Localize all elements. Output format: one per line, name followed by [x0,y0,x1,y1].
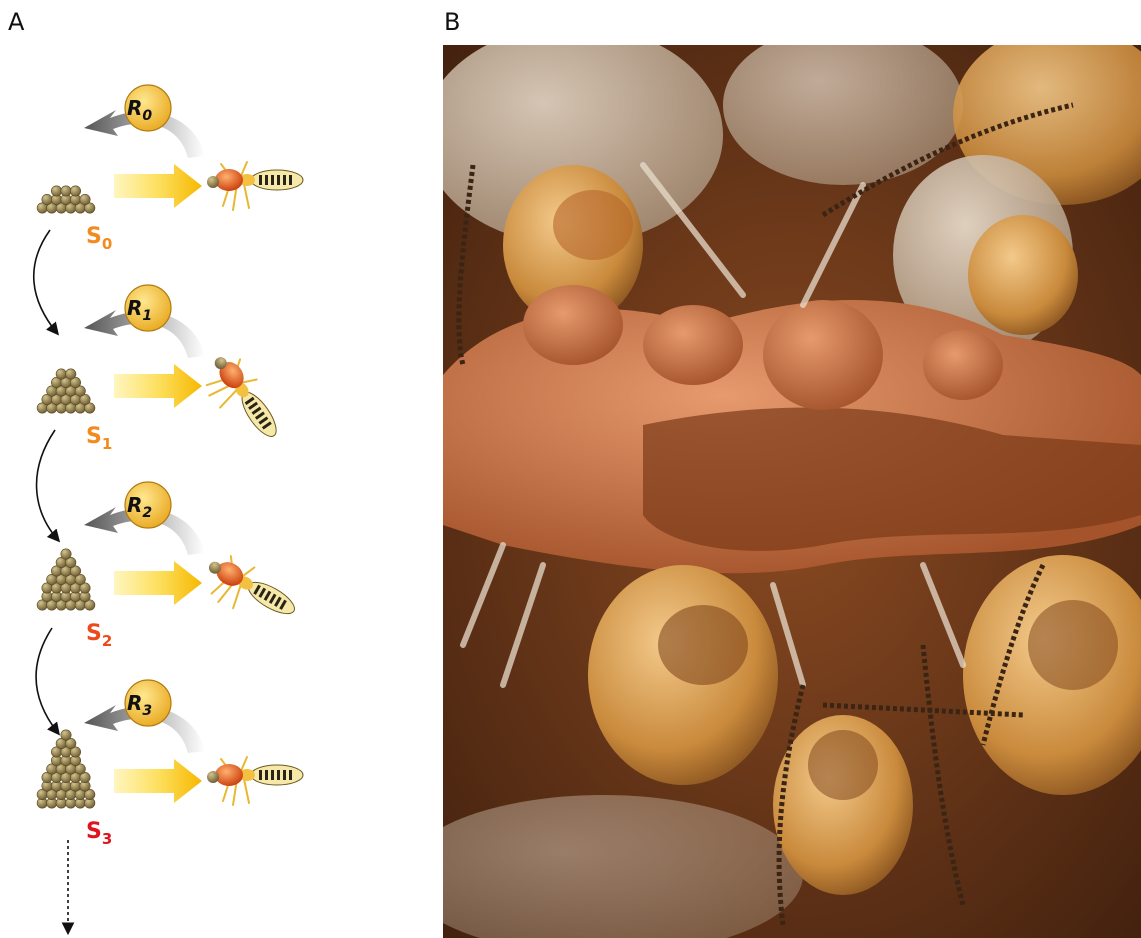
transition-arrow-2-3 [36,628,58,733]
termite-icon [194,347,288,453]
soil-pellet-pile-icon [37,730,95,808]
yellow-arrow-icon [114,561,202,605]
termite-icon [196,547,303,637]
transition-arrow-1-2 [37,430,58,540]
termite-icon [207,757,303,805]
s-label: S3 [86,819,112,848]
yellow-arrow-icon [114,759,202,803]
s-label: S1 [86,424,112,453]
s-label: S2 [86,621,112,650]
yellow-arrow-icon [114,364,202,408]
soil-pellet-pile-icon [37,186,95,213]
transition-arrow-0-1 [34,230,57,333]
yellow-arrow-icon [114,164,202,208]
s-label: S0 [86,224,112,253]
panel-label-b: B [444,8,460,36]
soil-pellet-pile-icon [37,549,95,610]
termite-photo [443,45,1141,938]
termite-icon [207,162,303,210]
soil-pellet-pile-icon [37,369,95,413]
